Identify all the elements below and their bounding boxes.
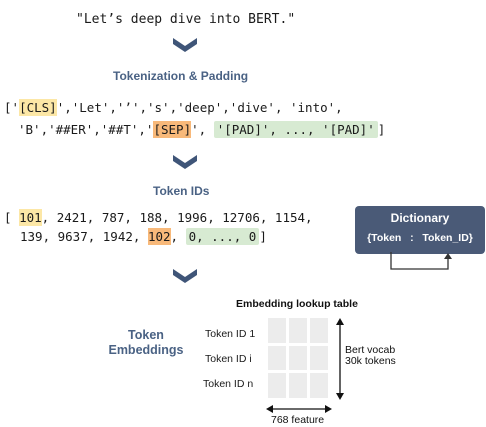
embedding-cell (289, 318, 307, 343)
pad-ids: 0, ..., 0 (185, 228, 260, 245)
token-close-bracket: ] (377, 122, 386, 137)
pad-tokens: '[PAD]', ..., '[PAD]' (213, 121, 378, 138)
embedding-cell (268, 373, 286, 398)
id-open-bracket: [ (4, 210, 20, 225)
embedding-cell (268, 346, 286, 370)
id-close-bracket: ] (259, 229, 267, 244)
embedding-row-label: Token ID n (203, 378, 254, 390)
token-list-line-1: ['[CLS]','Let','’','s','deep','dive', 'i… (4, 99, 343, 116)
vocab-size-label-line-2: 30k tokens (345, 355, 396, 367)
vocab-size-label-line-1: Bert vocab (345, 344, 396, 356)
dictionary-box: Dictionary {Token : Token_ID} (355, 206, 485, 254)
dictionary-title: Dictionary (390, 211, 450, 225)
chevron-down-icon (173, 269, 197, 283)
dictionary-lookup-arrow (390, 252, 452, 270)
embedding-cell (310, 373, 328, 398)
sep-token: [SEP] (153, 121, 192, 138)
embedding-table-title: Embedding lookup table (236, 298, 358, 310)
token-embeddings-label-line-1: Token (128, 328, 164, 342)
embedding-cell (310, 346, 328, 370)
sep-id: 102 (147, 228, 171, 245)
embedding-cell (310, 318, 328, 343)
vocab-size-label: Bert vocab 30k tokens (345, 345, 396, 367)
token-embeddings-label: Token Embeddings (106, 328, 186, 358)
token-ids-heading: Token IDs (153, 184, 210, 198)
chevron-down-icon (173, 155, 197, 169)
id-separator: , (170, 229, 186, 244)
embedding-cell (289, 346, 307, 370)
token-embeddings-label-line-2: Embeddings (108, 343, 184, 357)
embedding-cell (268, 318, 286, 343)
token-id-line-1: [ 101, 2421, 787, 188, 1996, 12706, 1154… (4, 209, 313, 226)
cls-token: [CLS] (19, 99, 57, 116)
embedding-cell (289, 373, 307, 398)
token-open-bracket: [' (4, 100, 20, 115)
vocab-size-arrow (336, 318, 344, 400)
input-sentence: "Let’s deep dive into BERT." (76, 12, 296, 27)
embedding-matrix (268, 318, 330, 398)
token-separator: ', (191, 122, 214, 137)
token-sequence: ','Let','’','s','deep','dive', 'into', (56, 100, 343, 115)
dictionary-mapping: {Token : Token_ID} (367, 232, 473, 244)
token-sequence: 'B','##ER','##T',' (18, 122, 154, 137)
id-sequence: 139, 9637, 1942, (20, 229, 148, 244)
tokenization-heading: Tokenization & Padding (113, 69, 249, 83)
token-list-line-2: 'B','##ER','##T','[SEP]', '[PAD]', ..., … (18, 121, 386, 138)
token-id-line-2: 139, 9637, 1942, 102, 0, ..., 0] (20, 228, 267, 245)
cls-id: 101 (19, 209, 42, 226)
embedding-row-label: Token ID 1 (205, 328, 256, 340)
feature-dim-arrow (266, 405, 332, 413)
embedding-row-label: Token ID i (205, 353, 252, 365)
feature-dim-label: 768 feature (271, 414, 325, 426)
chevron-down-icon (173, 38, 197, 52)
id-sequence: , 2421, 787, 188, 1996, 12706, 1154, (41, 210, 313, 225)
